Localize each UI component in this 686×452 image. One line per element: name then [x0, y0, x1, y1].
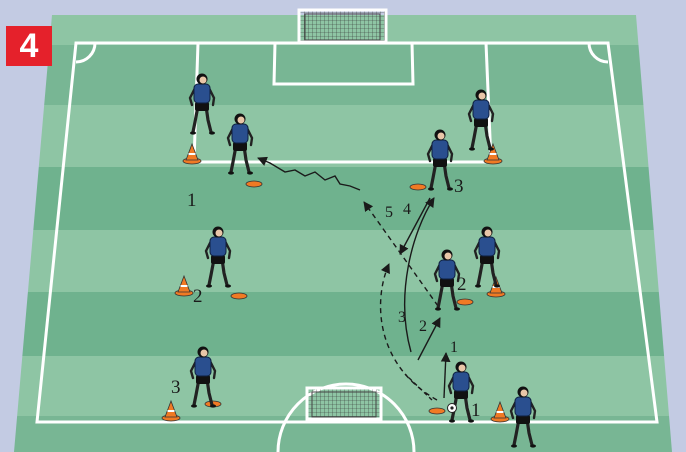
- label-left-3: 3: [171, 377, 181, 398]
- label-right-2: 2: [457, 274, 467, 295]
- pass-label-5: 5: [385, 204, 393, 221]
- label-left-1: 1: [187, 190, 197, 211]
- marker-disc-icon: [410, 184, 426, 190]
- drill-number-badge: 4: [6, 26, 52, 66]
- goal-icon: [299, 10, 386, 42]
- pass-label-3: 3: [398, 309, 406, 326]
- goal-icon: [307, 388, 381, 419]
- pass-label-2: 2: [419, 318, 427, 335]
- label-right-1: 1: [471, 400, 481, 421]
- marker-disc-icon: [457, 299, 473, 305]
- ball-icon: [448, 404, 457, 413]
- pass-label-1: 1: [450, 339, 458, 356]
- pass-label-4: 4: [403, 201, 411, 218]
- marker-disc-icon: [429, 408, 445, 414]
- label-right-3: 3: [454, 176, 464, 197]
- marker-disc-icon: [231, 293, 247, 299]
- marker-disc-icon: [246, 181, 262, 187]
- pitch-grass: [0, 15, 686, 452]
- label-left-2: 2: [193, 286, 203, 307]
